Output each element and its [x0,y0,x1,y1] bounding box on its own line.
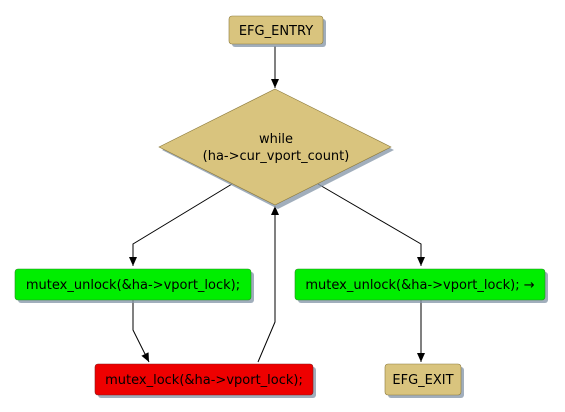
node-lock: mutex_lock(&ha->vport_lock); [94,363,316,398]
edge-unlock-left-to-lock [132,300,150,363]
unlock-right-label: mutex_unlock(&ha->vport_lock); → [305,278,534,293]
edge-loop-to-unlock-left [129,183,233,266]
exit-label: EFG_EXIT [392,373,453,388]
edges [129,46,425,363]
node-unlock-right: mutex_unlock(&ha->vport_lock); → [294,268,548,303]
exit-box [384,363,462,396]
lock-label: mutex_lock(&ha->vport_lock); [105,373,303,388]
lock-box [94,363,314,396]
loop-label-line2: (ha->cur_vport_count) [203,149,350,164]
edge-loop-to-unlock-right [317,183,425,266]
entry-label: EFG_ENTRY [239,24,313,39]
unlock-left-label: mutex_unlock(&ha->vport_lock); [26,278,240,293]
entry-box [228,15,324,45]
loop-label-line1: while [259,132,293,147]
edge-lock-to-loop [257,206,279,363]
node-unlock-left: mutex_unlock(&ha->vport_lock); [14,268,254,303]
loop-diamond [158,88,392,206]
node-exit: EFG_EXIT [384,363,464,398]
node-entry: EFG_ENTRY [228,15,326,47]
unlock-right-box [294,268,546,301]
node-loop-condition: while (ha->cur_vport_count) [158,88,394,209]
unlock-left-box [14,268,252,301]
